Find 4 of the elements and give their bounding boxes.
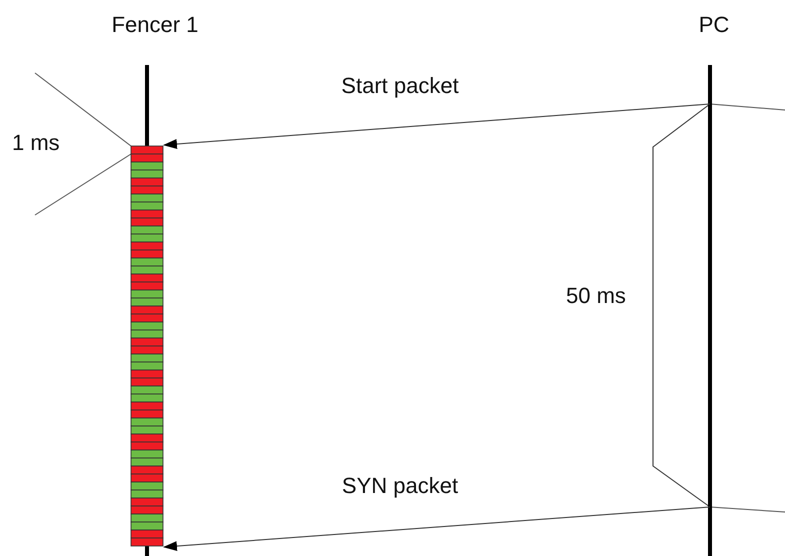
arrow (163, 104, 710, 150)
lifeline-label: Fencer 1 (110, 12, 200, 38)
arrow (163, 506, 710, 552)
lifeline-label: PC (698, 12, 730, 38)
